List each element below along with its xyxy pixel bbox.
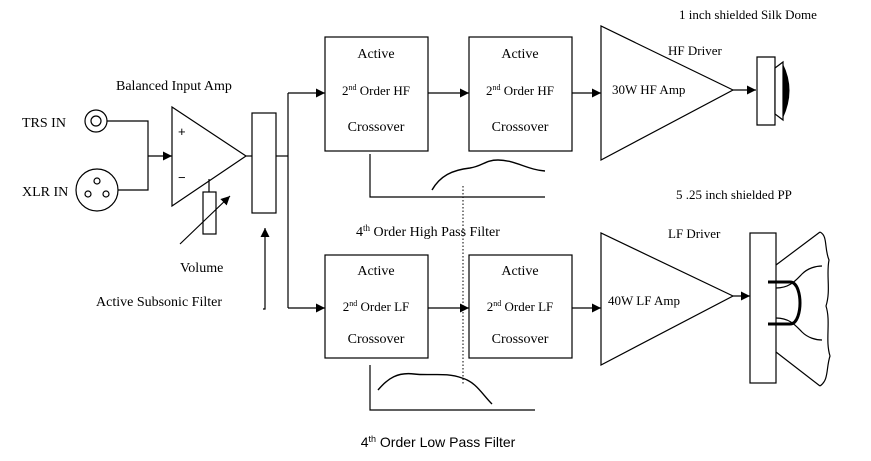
lf-crossover-2: Active 2nd Order LF Crossover — [468, 254, 573, 359]
subsonic-filter-pointer — [260, 228, 270, 310]
hf-amp-label: 30W HF Amp — [612, 82, 685, 97]
hf-crossover-1-crossover: Crossover — [348, 120, 405, 135]
woofer-cone-icon — [749, 231, 831, 387]
lf-driver-label: LF Driver — [668, 226, 721, 241]
lf-crossover-1: Active 2nd Order LF Crossover — [324, 254, 429, 359]
lf-crossover-1-order: 2nd Order LF — [343, 299, 410, 314]
hf-crossover-2-active: Active — [501, 47, 538, 62]
hf-crossover-2-crossover: Crossover — [492, 120, 549, 135]
hf-amp: 30W HF Amp — [600, 25, 735, 161]
lf-driver-spec: 5 .25 inch shielded PP — [676, 187, 792, 202]
low-pass-filter-label: 4th Order Low Pass Filter — [361, 434, 516, 450]
trs-input-label: TRS IN — [22, 116, 66, 131]
hf-driver-spec: 1 inch shielded Silk Dome — [679, 7, 817, 22]
xlr-input-label: XLR IN — [22, 185, 68, 200]
high-pass-response-plot — [369, 154, 546, 198]
high-pass-filter-label: 4th Order High Pass Filter — [356, 223, 500, 240]
hf-crossover-1: Active 2nd Order HF Crossover — [324, 36, 429, 152]
volume-label: Volume — [180, 261, 223, 276]
low-pass-response-plot — [369, 365, 535, 411]
lf-amp: 40W LF Amp — [600, 232, 735, 366]
amp-plus-sign: + — [178, 124, 186, 139]
xlr-connector-icon — [75, 168, 119, 212]
hf-crossover-2: Active 2nd Order HF Crossover — [468, 36, 573, 152]
lf-amp-label: 40W LF Amp — [608, 293, 680, 308]
silk-dome-tweeter-icon — [756, 56, 790, 126]
lf-crossover-1-active: Active — [357, 264, 394, 279]
balanced-input-amp-label: Balanced Input Amp — [116, 79, 232, 94]
lf-crossover-2-crossover: Crossover — [492, 332, 549, 347]
hf-driver-label: HF Driver — [668, 43, 722, 58]
hf-crossover-1-active: Active — [357, 47, 394, 62]
input-wiring — [107, 120, 172, 191]
lf-crossover-1-crossover: Crossover — [348, 332, 405, 347]
volume-potentiometer — [179, 179, 231, 245]
splitter-wiring — [276, 88, 325, 313]
subsonic-filter-label: Active Subsonic Filter — [96, 295, 222, 310]
trs-jack-icon — [84, 109, 108, 133]
hf-crossover-2-order: 2nd Order HF — [486, 83, 554, 98]
lf-crossover-2-order: 2nd Order LF — [487, 299, 554, 314]
lf-crossover-2-active: Active — [501, 264, 538, 279]
hf-crossover-1-order: 2nd Order HF — [342, 83, 410, 98]
amp-minus-sign: − — [178, 170, 186, 185]
subsonic-filter-block — [251, 112, 277, 214]
